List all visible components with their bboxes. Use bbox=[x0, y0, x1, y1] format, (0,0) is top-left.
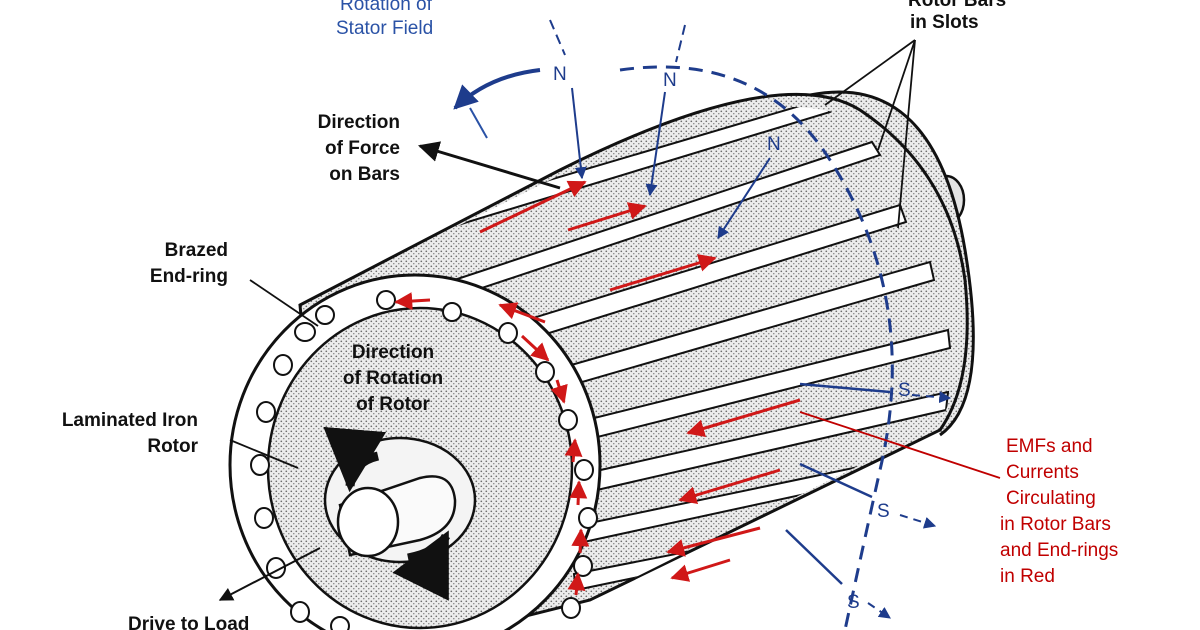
shaft-end bbox=[336, 486, 400, 558]
svg-text:in Red: in Red bbox=[1000, 566, 1055, 587]
label-rotation: Direction of Rotation of Rotor bbox=[343, 342, 443, 415]
pole-n-3: N bbox=[767, 134, 781, 155]
pole-s-3: S bbox=[847, 592, 860, 613]
label-drive: Drive to Load bbox=[128, 614, 249, 630]
rotation-arrow-upper bbox=[323, 426, 387, 493]
svg-text:Currents: Currents bbox=[1006, 462, 1079, 483]
svg-text:and End-rings: and End-rings bbox=[1000, 540, 1118, 561]
current-arrows bbox=[394, 180, 801, 596]
svg-text:End-ring: End-ring bbox=[150, 266, 228, 287]
svg-text:in Slots: in Slots bbox=[910, 12, 979, 33]
label-force: Direction of Force on Bars bbox=[318, 112, 400, 185]
svg-text:of Rotation: of Rotation bbox=[343, 368, 443, 389]
svg-text:Brazed: Brazed bbox=[165, 240, 228, 261]
svg-text:Stator Field: Stator Field bbox=[336, 18, 433, 39]
svg-text:Rotor: Rotor bbox=[147, 436, 198, 457]
svg-text:Direction: Direction bbox=[318, 112, 400, 133]
svg-text:Laminated Iron: Laminated Iron bbox=[62, 410, 198, 431]
label-emf: EMFs and Currents Circulating in Rotor B… bbox=[1000, 436, 1118, 587]
svg-text:on Bars: on Bars bbox=[329, 164, 400, 185]
pole-n-2: N bbox=[663, 70, 677, 91]
stator-field-arrow-arc bbox=[453, 68, 541, 110]
svg-text:Rotation of: Rotation of bbox=[340, 0, 433, 15]
front-end-face bbox=[228, 273, 602, 630]
label-iron: Laminated Iron Rotor bbox=[62, 410, 199, 457]
stator-field-dashed-arc bbox=[619, 65, 894, 630]
force-arrow bbox=[417, 141, 561, 190]
pole-s-2: S bbox=[877, 501, 890, 522]
stator-field bbox=[453, 19, 952, 630]
label-rotor-bars: Rotor Bars in Slots bbox=[908, 0, 1006, 33]
label-endring: Brazed End-ring bbox=[150, 240, 228, 287]
svg-text:Circulating: Circulating bbox=[1006, 488, 1096, 509]
drive-arrow bbox=[218, 547, 321, 601]
svg-text:EMFs and: EMFs and bbox=[1006, 436, 1093, 457]
leader-lines bbox=[229, 39, 1001, 479]
pole-s-1: S bbox=[898, 380, 911, 401]
end-ring-holes bbox=[250, 290, 598, 630]
label-stator-field: Rotation of Stator Field bbox=[336, 0, 433, 39]
svg-text:Direction: Direction bbox=[352, 342, 434, 363]
svg-text:in Rotor Bars: in Rotor Bars bbox=[1000, 514, 1111, 535]
pole-n-1: N bbox=[553, 64, 567, 85]
svg-text:of Rotor: of Rotor bbox=[356, 394, 430, 415]
svg-text:of Force: of Force bbox=[325, 138, 400, 159]
svg-text:Rotor Bars: Rotor Bars bbox=[908, 0, 1006, 11]
rotation-arrow-lower bbox=[392, 530, 451, 601]
